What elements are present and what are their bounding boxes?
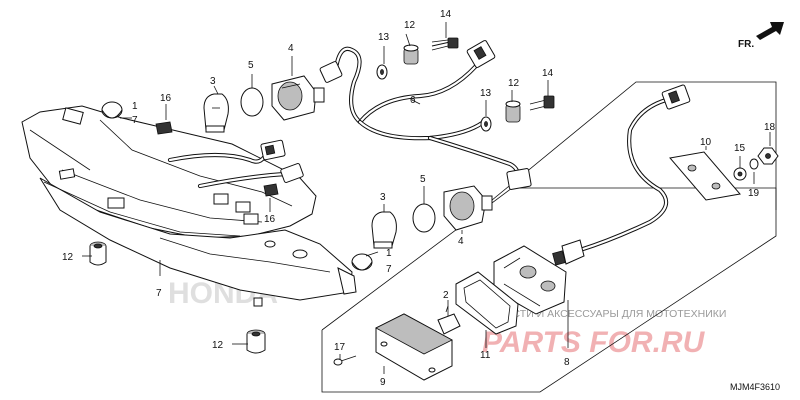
nut-18 [757,147,779,165]
callout-10: 10 [700,137,712,148]
callout-3-lower: 3 [380,192,386,203]
callout-1-lower: 1 [386,248,392,259]
collar-15 [733,167,747,181]
clip-lower [263,183,279,197]
callout-8: 8 [564,357,570,368]
cap-1-lower [351,253,373,271]
callout-19: 19 [748,188,760,199]
bolt-14-upper [431,37,459,51]
bracket-10 [669,151,741,201]
callout-4-lower: 4 [458,236,464,247]
grommet-housing-left [89,241,107,266]
socket-4-lower [443,185,493,231]
callout-5-lower: 5 [420,174,426,185]
socket-4-upper [271,75,325,121]
callout-13-upper: 13 [378,32,390,43]
callout-15: 15 [734,143,746,154]
bulb-3-lower [371,211,397,249]
harness-connector-left [319,61,343,83]
o-ring-5-lower [412,203,436,233]
bulb-3-upper [203,93,229,133]
grommet-12-lower [505,100,521,123]
callout-14-upper: 14 [440,9,452,20]
washer-19 [749,158,759,170]
callout-16-upper: 16 [160,93,172,104]
callout-12-housing-left: 12 [62,252,74,263]
callout-12-housing-bottom: 12 [212,340,224,351]
bulb-2-license [437,305,461,335]
bolt-14-lower [529,95,555,111]
housing-connector-upper [260,139,286,161]
grommet-12-upper [403,44,419,65]
callout-7-housing: 7 [156,288,162,299]
callout-17: 17 [334,342,346,353]
callout-7-upper: 7 [132,115,138,126]
cap-1-upper [101,101,123,119]
housing-connector-lower [280,163,304,183]
harness-connector-top [466,40,496,68]
callout-12-upper: 12 [404,20,416,31]
o-ring-5-upper [240,87,264,117]
diagram-code: MJM4F3610 [730,382,780,392]
callout-1-upper: 1 [132,101,138,112]
grommet-housing-bottom [246,329,266,354]
callout-2: 2 [443,290,449,301]
callout-6: 6 [410,95,416,106]
washer-13-upper [376,64,388,80]
gasket-11 [455,271,519,335]
front-direction-label: FR. [738,39,754,50]
tail-light-housing [21,105,357,307]
watermark-brand: PARTS FOR.RU [482,326,706,359]
license-lens-9 [375,313,453,381]
callout-7-lower: 7 [386,264,392,275]
callout-14-lower: 14 [542,68,554,79]
callout-3-upper: 3 [210,76,216,87]
clip-upper [155,121,173,135]
wire-harness-6 [333,46,521,179]
callout-13-lower: 13 [480,88,492,99]
callout-18: 18 [764,122,776,133]
washer-13-lower [480,116,492,132]
harness-connector-bottom [506,168,532,190]
leader-lines [82,22,771,374]
sub-assembly-box-upper [457,81,777,229]
callout-5-upper: 5 [248,60,254,71]
callout-11: 11 [480,350,491,361]
callout-9: 9 [380,377,386,388]
front-direction-indicator: FR. [738,22,784,50]
callout-4-upper: 4 [288,43,294,54]
front-direction-arrow-icon [756,22,784,40]
screw-17 [333,355,357,366]
callout-16-lower: 16 [264,214,276,225]
license-light-harness [552,84,691,266]
callout-labels: 1 7 1 7 2 3 3 4 4 5 5 6 7 8 9 10 11 12 1… [62,9,776,388]
callout-12-lower: 12 [508,78,520,89]
